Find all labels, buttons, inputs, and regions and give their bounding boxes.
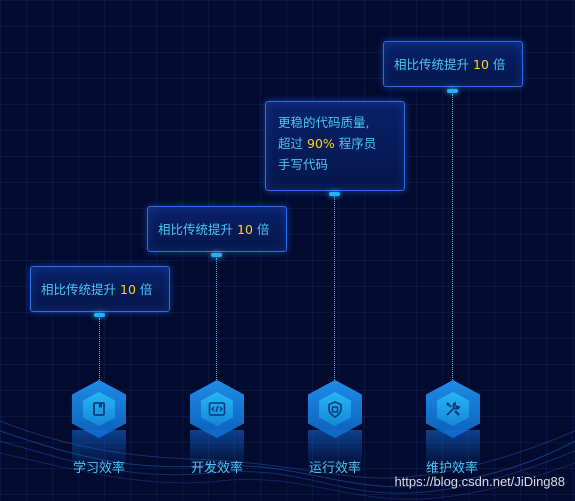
hex-glow [426, 430, 480, 470]
label-development: 开发效率 [190, 461, 243, 476]
connector-dot [211, 253, 222, 257]
card-suffix: 倍 [256, 222, 270, 237]
watermark: https://blog.csdn.net/JiDing88 [394, 474, 565, 489]
card-suffix: 倍 [139, 282, 153, 297]
card-number: 10 [120, 282, 136, 297]
card-text: 相比传统提升 [41, 282, 117, 297]
card-line-1: 更稳的代码质量, [278, 115, 370, 130]
code-icon [208, 402, 226, 416]
card-number: 10 [473, 57, 489, 72]
connector-line [216, 258, 217, 382]
card-development: 相比传统提升 10 倍 [147, 206, 287, 252]
label-runtime: 运行效率 [308, 461, 361, 476]
connector-line [452, 94, 453, 382]
card-learning: 相比传统提升 10 倍 [30, 266, 170, 312]
connector-line [334, 197, 335, 382]
hex-glow [190, 430, 244, 470]
card-number: 10 [237, 222, 253, 237]
hex-glow [72, 430, 126, 470]
card-text: 相比传统提升 [394, 57, 470, 72]
card-runtime: 更稳的代码质量, 超过 90% 程序员 手写代码 [265, 101, 405, 191]
connector-dot [329, 192, 340, 196]
label-learning: 学习效率 [72, 461, 125, 476]
connector-dot [94, 313, 105, 317]
hex-glow [308, 430, 362, 470]
card-maintenance: 相比传统提升 10 倍 [383, 41, 523, 87]
card-line-3: 手写代码 [278, 157, 329, 172]
card-suffix: 倍 [492, 57, 506, 72]
card-number: 90% [307, 136, 335, 151]
connector-line [99, 318, 100, 382]
shield-icon [328, 400, 342, 418]
card-text: 相比传统提升 [158, 222, 234, 237]
book-icon [93, 402, 105, 416]
wrench-icon [446, 401, 461, 416]
label-maintenance: 维护效率 [425, 461, 478, 476]
connector-dot [447, 89, 458, 93]
card-line-2: 超过 90% 程序员 [278, 136, 377, 151]
